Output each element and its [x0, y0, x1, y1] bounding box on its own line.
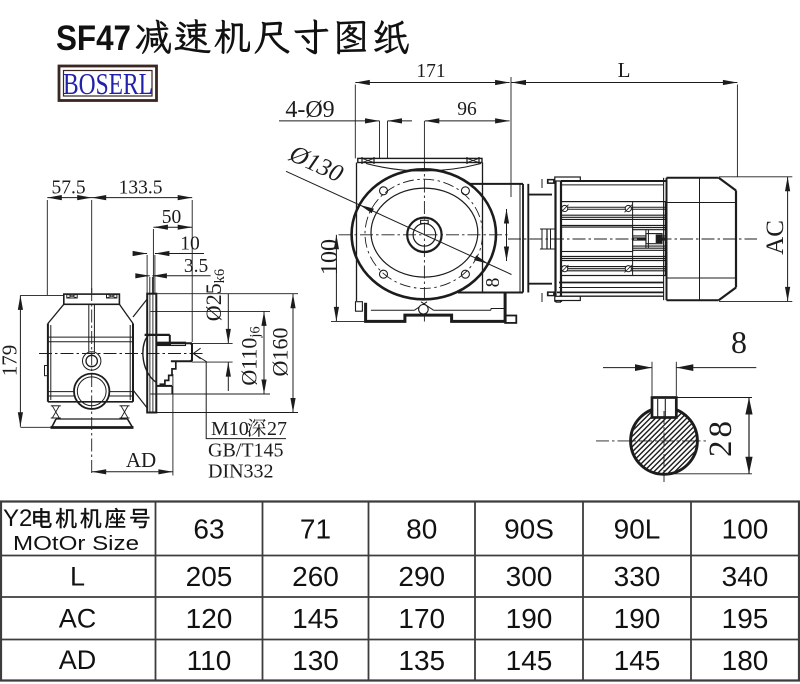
- svg-text:27: 27: [267, 418, 287, 440]
- svg-text:96: 96: [457, 99, 477, 120]
- svg-text:71: 71: [300, 514, 331, 545]
- svg-text:AD: AD: [126, 448, 156, 472]
- svg-text:MOtOr Size: MOtOr Size: [13, 533, 139, 555]
- svg-text:90S: 90S: [504, 514, 554, 545]
- svg-text:Y2: Y2: [3, 505, 32, 532]
- svg-text:AC: AC: [59, 604, 97, 634]
- svg-text:130: 130: [292, 645, 339, 676]
- svg-text:28: 28: [703, 418, 739, 457]
- svg-text:340: 340: [722, 561, 769, 592]
- svg-text:190: 190: [506, 603, 553, 634]
- svg-text:90L: 90L: [614, 514, 661, 545]
- svg-text:8: 8: [731, 324, 747, 360]
- svg-text:190: 190: [614, 603, 661, 634]
- svg-text:205: 205: [186, 561, 233, 592]
- svg-text:3.5: 3.5: [184, 256, 208, 277]
- svg-text:120: 120: [186, 603, 233, 634]
- svg-text:260: 260: [292, 561, 339, 592]
- svg-text:100: 100: [722, 514, 769, 545]
- svg-text:GB/T145: GB/T145: [208, 439, 284, 461]
- svg-text:DIN332: DIN332: [208, 460, 274, 482]
- svg-text:179: 179: [0, 345, 22, 377]
- svg-text:195: 195: [722, 603, 769, 634]
- svg-text:170: 170: [398, 603, 445, 634]
- svg-text:110: 110: [187, 645, 232, 676]
- svg-text:10: 10: [180, 234, 200, 255]
- svg-text:AC: AC: [762, 220, 789, 255]
- svg-text:180: 180: [722, 645, 769, 676]
- svg-text:4-Ø9: 4-Ø9: [285, 97, 334, 123]
- svg-text:57.5: 57.5: [51, 178, 85, 199]
- svg-text:50: 50: [162, 207, 182, 228]
- svg-text:L: L: [70, 562, 85, 592]
- svg-text:Ø160: Ø160: [268, 328, 293, 377]
- svg-text:133.5: 133.5: [119, 178, 163, 199]
- svg-text:100: 100: [317, 239, 343, 275]
- svg-text:AD: AD: [59, 645, 97, 675]
- svg-text:171: 171: [416, 61, 445, 82]
- svg-text:290: 290: [398, 561, 445, 592]
- svg-text:BOSERL: BOSERL: [63, 66, 153, 101]
- svg-text:330: 330: [614, 561, 661, 592]
- svg-text:63: 63: [193, 514, 224, 545]
- svg-text:8: 8: [483, 278, 504, 288]
- svg-text:145: 145: [292, 603, 339, 634]
- svg-text:145: 145: [614, 645, 661, 676]
- svg-text:80: 80: [406, 514, 437, 545]
- svg-text:135: 135: [398, 645, 445, 676]
- svg-text:300: 300: [506, 561, 553, 592]
- svg-text:M10: M10: [211, 418, 249, 440]
- svg-text:145: 145: [506, 645, 553, 676]
- svg-text:L: L: [618, 58, 631, 82]
- svg-text:SF47: SF47: [56, 19, 131, 58]
